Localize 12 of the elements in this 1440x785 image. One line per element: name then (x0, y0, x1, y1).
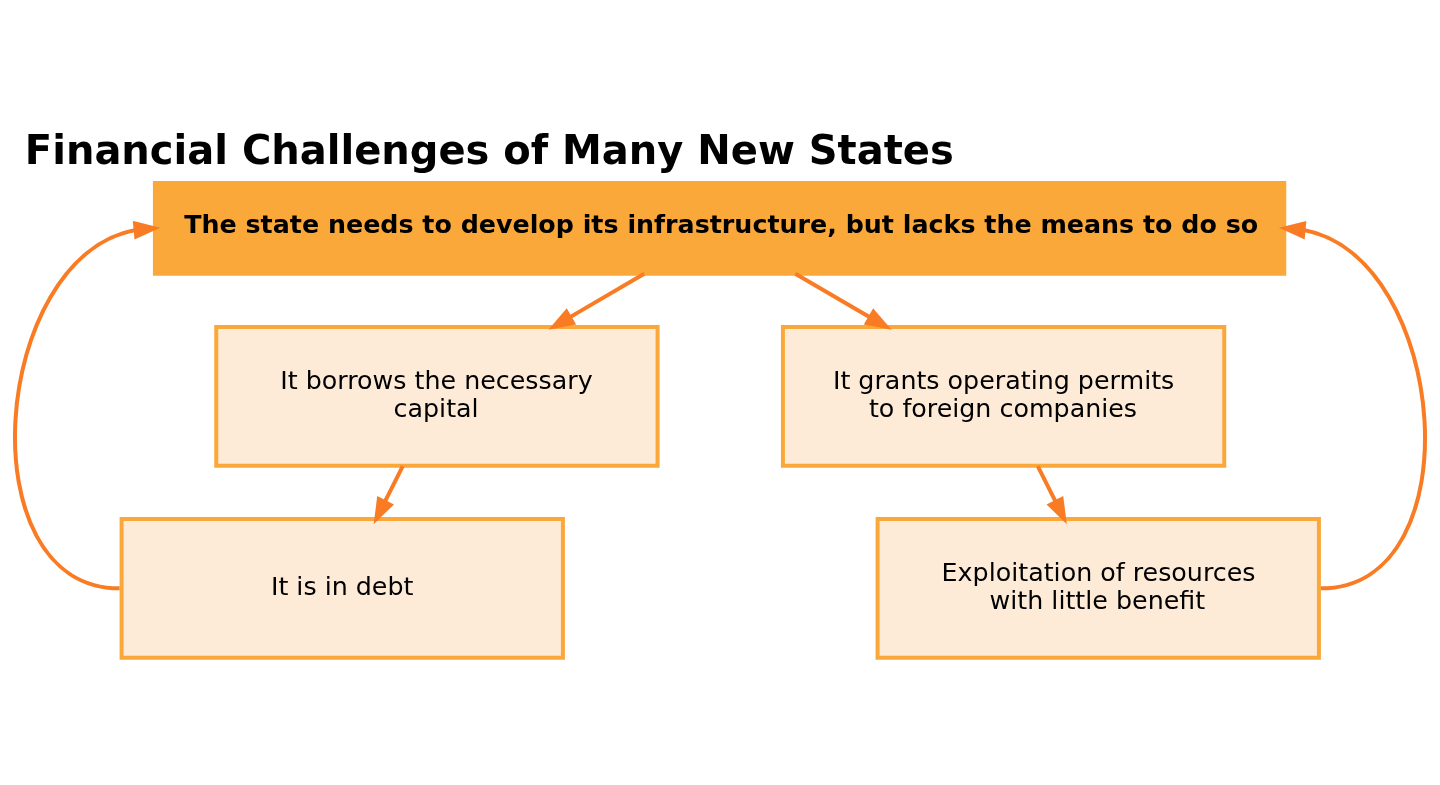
arrow (13, 220, 161, 590)
node-box: It grants operating permits to foreign companies (780, 324, 1227, 468)
arrow (373, 464, 405, 524)
node-box: It is in debt (119, 516, 565, 660)
arrow (1278, 220, 1427, 590)
node-box: It borrows the necessary capital (214, 324, 660, 468)
arrow (794, 271, 892, 330)
node-box: Exploitation of resources with little benefit (875, 516, 1321, 660)
arrow (1035, 464, 1067, 524)
arrow (548, 271, 646, 330)
diagram-title: Financial Challenges of Many New States (24, 126, 954, 173)
node-box: The state needs to develop its infrastructure, but lacks the means to do so (152, 180, 1287, 276)
